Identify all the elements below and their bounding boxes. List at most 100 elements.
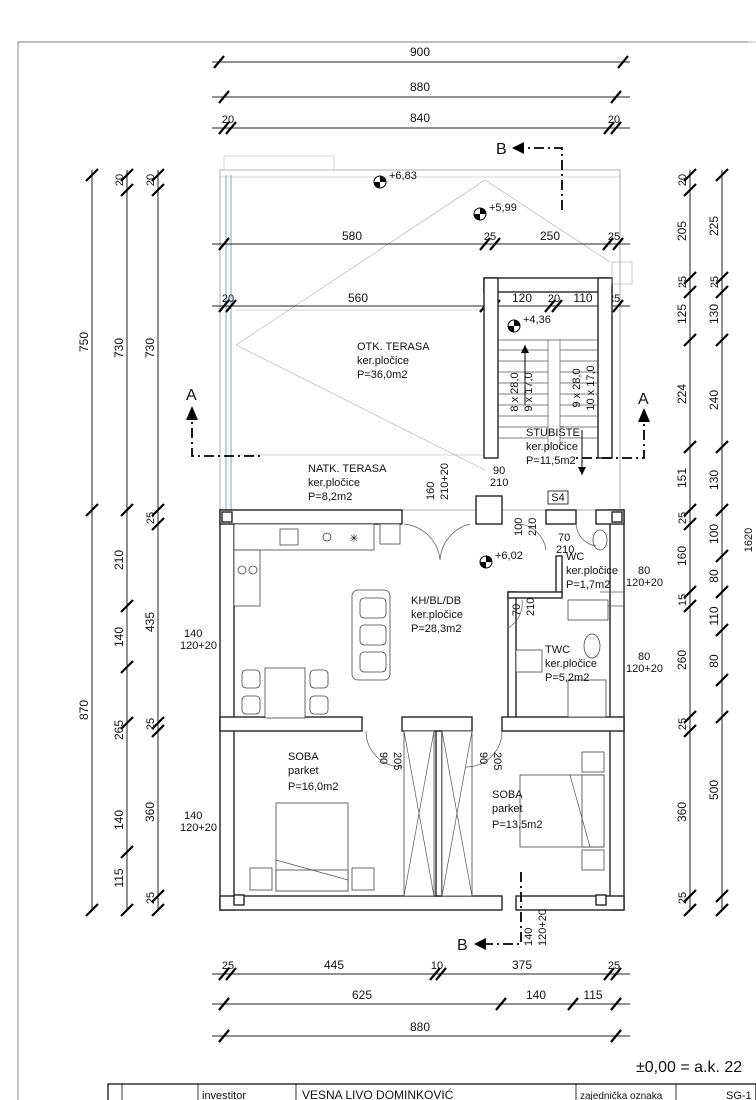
- opening-notes: 140 120+20 140 120+20 80 120+20 80 120+2…: [180, 463, 663, 946]
- svg-text:140: 140: [526, 988, 546, 1002]
- dimension-tick: [715, 440, 729, 454]
- bottom-dimension-chains: 25 445 10 375 25 625 140 115 880: [212, 958, 630, 1043]
- dimension-tick: [683, 168, 697, 182]
- svg-text:25: 25: [608, 960, 620, 972]
- svg-text:P=8,2m2: P=8,2m2: [308, 491, 352, 503]
- dimension-tick: [683, 183, 697, 197]
- svg-text:25: 25: [145, 718, 157, 730]
- svg-text:25: 25: [677, 512, 689, 524]
- room-soba-1: SOBA parket P=16,0m2: [288, 751, 338, 793]
- dimension-tick: [683, 517, 697, 531]
- title-investitor: VESNA LIVO DOMINKOVIĆ: [302, 1087, 454, 1100]
- svg-text:360: 360: [143, 802, 157, 822]
- svg-text:120+20: 120+20: [626, 577, 663, 589]
- svg-text:WC: WC: [566, 551, 584, 563]
- dimension-tick: [151, 716, 165, 730]
- dimension-tick: [85, 503, 99, 517]
- level-value: +5,99: [489, 202, 517, 214]
- room-soba-2: SOBA parket P=13,5m2: [492, 789, 542, 831]
- dimension-tick: [683, 889, 697, 903]
- svg-text:ker.pločice: ker.pločice: [545, 658, 597, 670]
- dim-top-20-right: 20: [608, 114, 620, 126]
- svg-text:205: 205: [491, 752, 503, 770]
- svg-text:730: 730: [143, 338, 157, 358]
- level-value: +4,36: [523, 314, 551, 326]
- dimension-tick: [715, 585, 729, 599]
- dimension-tick: [683, 271, 697, 285]
- level-marker: +6,02: [479, 550, 523, 569]
- svg-text:115: 115: [583, 988, 602, 1002]
- dimension-tick: [151, 168, 165, 182]
- room-natk-terasa: NATK. TERASA ker.pločice P=8,2m2: [308, 463, 387, 503]
- svg-text:10: 10: [431, 960, 443, 972]
- svg-text:240: 240: [707, 390, 721, 410]
- dimension-tick: [120, 845, 134, 859]
- svg-text:205: 205: [391, 752, 403, 770]
- svg-text:260: 260: [675, 650, 689, 670]
- svg-text:360: 360: [675, 802, 689, 822]
- section-a-left: A: [186, 387, 197, 404]
- svg-text:80: 80: [638, 565, 650, 577]
- svg-text:870: 870: [77, 700, 91, 720]
- svg-text:25: 25: [677, 718, 689, 730]
- dimension-tick: [85, 903, 99, 917]
- svg-text:265: 265: [112, 720, 126, 740]
- svg-text:140: 140: [184, 628, 202, 640]
- room-twc: TWC ker.pločice P=5,2m2: [545, 644, 597, 684]
- room-labels: OTK. TERASA ker.pločice P=36,0m2 NATK. T…: [288, 341, 618, 831]
- room-kh-bl-db: KH/BL/DB ker.pločice P=28,3m2: [411, 595, 463, 635]
- svg-text:STUBIŠTE: STUBIŠTE: [526, 426, 580, 439]
- svg-text:125: 125: [675, 304, 689, 324]
- svg-text:435: 435: [143, 612, 157, 632]
- dimension-tick: [683, 585, 697, 599]
- svg-text:25: 25: [677, 276, 689, 288]
- svg-text:25: 25: [145, 892, 157, 904]
- svg-text:SOBA: SOBA: [492, 789, 523, 801]
- dim-upper-25b: 25: [608, 231, 620, 243]
- level-marker: +5,99: [473, 202, 517, 221]
- dimension-tick: [151, 903, 165, 917]
- svg-text:parket: parket: [288, 765, 319, 777]
- svg-text:130: 130: [707, 470, 721, 490]
- svg-text:210+20: 210+20: [439, 463, 451, 500]
- room-otk-terasa: OTK. TERASA ker.pločice P=36,0m2: [357, 341, 430, 381]
- svg-text:ker.pločice: ker.pločice: [308, 477, 360, 489]
- level-value: +6,83: [389, 170, 417, 182]
- dimension-tick: [683, 333, 697, 347]
- svg-text:P=11,5m2: P=11,5m2: [526, 455, 576, 467]
- svg-text:205: 205: [675, 221, 689, 241]
- stairs-right-a: 9 x 28,0: [571, 368, 583, 407]
- svg-text:20: 20: [114, 174, 126, 186]
- svg-text:P=16,0m2: P=16,0m2: [288, 781, 338, 793]
- svg-text:P=28,3m2: P=28,3m2: [411, 623, 461, 635]
- dimension-tick: [683, 599, 697, 613]
- dimension-tick: [120, 660, 134, 674]
- svg-text:120+20: 120+20: [180, 822, 217, 834]
- svg-text:✳: ✳: [349, 533, 358, 545]
- room-stubiste: STUBIŠTE ker.pločice P=11,5m2: [526, 426, 580, 467]
- svg-text:210: 210: [490, 477, 508, 489]
- svg-text:225: 225: [707, 216, 721, 236]
- left-dimension-chains: 20 20 750 730 730 25 210 435 140 870 25 …: [77, 168, 165, 917]
- dimension-tick: [715, 333, 729, 347]
- dimension-tick: [715, 903, 729, 917]
- top-dimension-chains: 900 880 20 840 20: [212, 45, 630, 135]
- level-marker: +4,36: [507, 314, 551, 333]
- svg-text:750: 750: [77, 332, 91, 352]
- dim-top-880: 880: [410, 80, 430, 94]
- svg-text:parket: parket: [492, 803, 523, 815]
- svg-text:P=5,2m2: P=5,2m2: [545, 672, 589, 684]
- dim-terrace-20b: 20: [548, 293, 560, 305]
- level-value: +6,02: [495, 550, 523, 562]
- svg-text:140: 140: [112, 627, 126, 647]
- section-b-bottom: B: [457, 937, 468, 954]
- svg-text:P=36,0m2: P=36,0m2: [357, 369, 407, 381]
- dimension-tick: [151, 889, 165, 903]
- dimension-tick: [85, 168, 99, 182]
- svg-text:ker.pločice: ker.pločice: [357, 355, 409, 367]
- svg-text:70: 70: [558, 532, 570, 544]
- svg-text:115: 115: [112, 868, 126, 887]
- title-code: SG-1: [726, 1090, 752, 1100]
- dim-560: 560: [348, 291, 368, 305]
